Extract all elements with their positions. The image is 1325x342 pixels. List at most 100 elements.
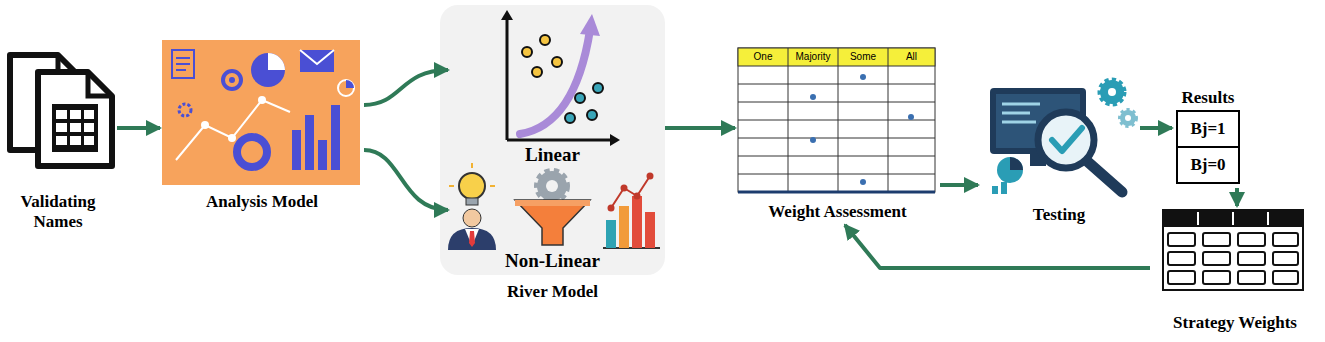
weight-table [860,179,866,185]
flow-arrow [1235,188,1239,206]
node-label: Bj=1 [1188,119,1227,139]
document-icon [38,72,112,166]
strategy-table-icon [1168,252,1195,265]
analysis-illustration [346,80,354,88]
weight-table [908,114,914,120]
analysis-illustration [331,105,340,170]
strategy-table-icon [1168,233,1195,246]
document-icon [84,136,94,145]
linear-chart-icon [580,14,600,36]
analysis-illustration [201,121,209,129]
non-linear-icons [515,200,590,245]
weight-table [738,120,935,121]
analysis-illustration [300,50,334,72]
testing-icon [1002,112,1030,115]
strategy-table-icon [1238,233,1265,246]
analysis-illustration [237,137,267,167]
node-label: Weight Assessment [766,202,908,225]
weight-table [860,74,866,80]
non-linear-icons [469,231,475,247]
strategy-table-icon [1273,233,1298,246]
strategy-node: Strategy Weights [1150,206,1320,336]
non-linear-icons [449,185,454,187]
testing-icon [1002,121,1036,124]
linear-chart-icon [522,47,532,57]
flow-arrow [1140,126,1172,130]
node-label: Testing [1031,205,1087,228]
flow-arrow [845,225,1150,268]
strategy-table-icon [1232,212,1234,225]
strategy-table-icon [1273,271,1298,284]
flow-arrow [665,126,735,130]
non-linear-icons [546,180,558,192]
weight-table [738,156,935,157]
document-icon [70,136,81,145]
weight-table [738,84,935,85]
linear-chart-icon [575,93,585,103]
non-linear-icons [459,173,485,199]
linear-chart-icon [593,83,603,93]
table-header: All [888,48,935,66]
testing-icon [1052,128,1082,151]
weight-table [738,102,935,103]
node-label: Strategy Weights [1171,313,1299,336]
strategy-table-icon [1203,271,1230,284]
strategy-table-icon [1238,271,1265,284]
strategy-table-icon [1203,252,1230,265]
document-icon [56,110,67,119]
analysis-illustration [268,53,285,70]
model-panel: River Model LinearNon-Linear [440,5,665,305]
strategy-table-icon [1168,271,1195,284]
analysis-illustration [162,40,360,185]
linear-chart-icon [506,18,509,140]
results-node: ResultsBj=1Bj=0 [1172,88,1244,188]
analysis-illustration [292,130,301,170]
non-linear-icons [448,228,496,250]
weight-table [738,174,935,175]
flow-arrow [364,70,448,105]
weight-table [738,191,935,194]
linear-chart-icon [540,35,550,45]
analysis-illustration [172,50,194,78]
node-label: Linear [523,144,582,169]
non-linear-node: Non-Linear [448,175,657,275]
linear-chart-icon [552,57,562,67]
linear-chart-icon [501,10,513,20]
linear-chart-icon [610,134,620,146]
analysis-illustration [176,69,186,71]
non-linear-icons [647,173,654,180]
non-linear-icons [466,198,478,205]
linear-node: Linear [448,9,657,169]
document-icon [88,72,112,96]
strategy-table-icon [1238,252,1265,265]
analysis-illustration [338,80,354,96]
non-linear-icons [608,205,615,212]
node-label: River Model [505,282,600,305]
weight-table [810,137,816,143]
document-icon [70,123,81,132]
analysis-illustration [176,100,290,160]
linear-chart-icon [520,30,590,134]
non-linear-icons [632,196,642,248]
flow-arrow [940,183,978,187]
river-panel [440,5,665,275]
weight-table [810,94,816,100]
table-header: Majority [788,48,838,66]
linear-chart-icon [565,113,575,123]
linear-chart-icon [587,110,597,120]
non-linear-icons [621,185,628,192]
weight-table [738,138,935,139]
analysis-illustration [300,50,334,64]
river-panel [440,5,665,275]
result-box: Bj=0 [1176,146,1240,184]
strategy-table-icon [1163,210,1303,290]
document-icon [10,55,112,166]
table-header: One [738,48,788,66]
non-linear-icons [465,229,479,246]
analysis-illustration [162,40,360,185]
strategy-table-icon [1273,252,1298,265]
testing-icon [1088,162,1122,192]
